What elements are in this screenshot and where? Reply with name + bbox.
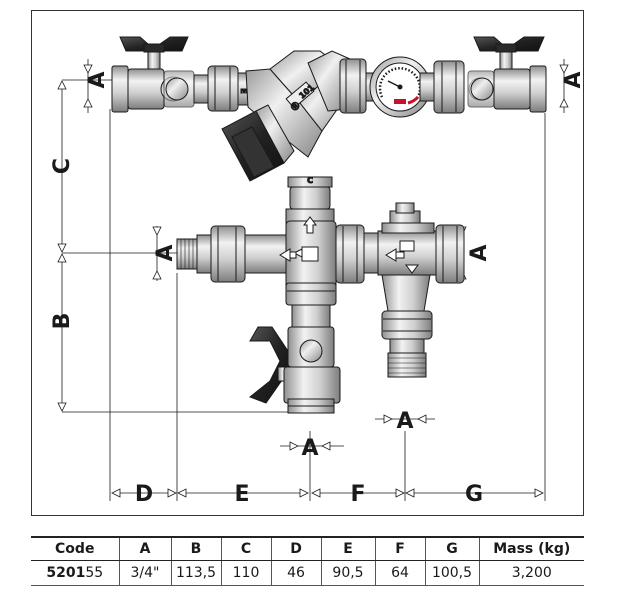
diagram-frame: E Ⓡ 101 [31, 10, 585, 516]
cell-b: 113,5 [170, 560, 221, 586]
dim-label-a-mid-left: A [153, 244, 178, 261]
header-b: B [170, 536, 221, 561]
cell-a: 3/4" [118, 560, 171, 586]
cell-d: 46 [270, 560, 321, 586]
dimension-arrowheads [57, 64, 569, 498]
dim-label-a-top-right: A [561, 71, 585, 88]
strainer-body: Ⓡ 101 [221, 50, 351, 182]
code-prefix: 5201 [46, 565, 86, 581]
header-e: E [320, 536, 375, 561]
cell-e: 90,5 [320, 560, 375, 586]
header-mass: Mass (kg) [478, 536, 584, 561]
dimensions-table: Code A B C D E F G Mass (kg) 520155 3/4"… [31, 536, 584, 586]
header-a: A [118, 536, 171, 561]
mixing-valve-right [363, 202, 465, 378]
dim-label-b: B [50, 313, 75, 330]
cell-code: 520155 [31, 560, 119, 586]
dim-label-a-mid-right: A [467, 244, 492, 261]
svg-text:E: E [239, 88, 248, 93]
dim-label-c: C [50, 158, 75, 174]
header-c: C [220, 536, 271, 561]
pressure-gauge [369, 56, 431, 118]
dim-label-g: G [465, 482, 483, 507]
header-code: Code [31, 536, 119, 561]
cell-c: 110 [220, 560, 271, 586]
dim-label-e: E [234, 482, 249, 507]
cell-mass: 3,200 [478, 560, 584, 586]
header-d: D [270, 536, 321, 561]
dim-label-a-bottom-right: A [396, 409, 413, 434]
table-header-row: Code A B C D E F G Mass (kg) [31, 536, 584, 561]
dim-label-a-top-left: A [85, 71, 110, 88]
dim-label-a-bottom-center: A [301, 436, 318, 461]
middle-tee [176, 216, 365, 292]
bottom-ball-valve [249, 282, 341, 414]
dim-label-d: D [135, 482, 153, 507]
valve-assembly: E Ⓡ 101 [111, 36, 547, 414]
valve-assembly-diagram: E Ⓡ 101 [50, 36, 585, 507]
table-row: 520155 3/4" 113,5 110 46 90,5 64 100,5 3… [31, 560, 584, 586]
header-g: G [424, 536, 479, 561]
code-suffix: 55 [85, 565, 104, 581]
top-left-ball-valve [111, 36, 195, 113]
header-f: F [374, 536, 425, 561]
dim-label-f: F [350, 482, 365, 507]
cell-g: 100,5 [424, 560, 479, 586]
cell-f: 64 [374, 560, 425, 586]
svg-text:C: C [307, 176, 313, 185]
top-right-ball-valve [467, 36, 547, 113]
